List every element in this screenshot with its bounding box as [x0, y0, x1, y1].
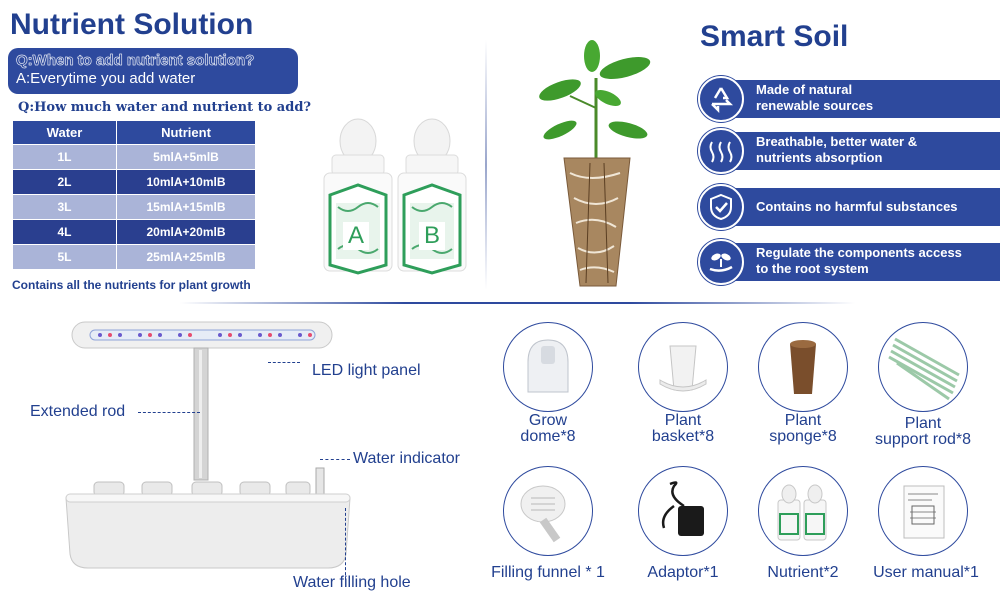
table-header-row: Water Nutrient: [12, 120, 256, 145]
plant-basket-label: Plant basket*8: [633, 413, 733, 445]
accessory-line2: support rod*8: [874, 431, 972, 448]
feature-bar: [720, 188, 1000, 226]
feature-bar: [720, 243, 1000, 281]
accessory-line2: basket*8: [651, 428, 715, 445]
cell-water: 4L: [12, 219, 117, 245]
feature-text: Breathable, better water & nutrients abs…: [756, 134, 1000, 166]
user-manual-label: User manual*1: [873, 564, 979, 581]
plant-basket-image: [638, 322, 728, 412]
feature-line2: to the root system: [756, 261, 869, 276]
feature-line1: Regulate the components access: [756, 245, 962, 260]
adaptor-image: [638, 466, 728, 556]
indicator-callout-line: [320, 459, 350, 460]
header-water: Water: [12, 120, 117, 145]
feature-line1: Made of natural: [756, 82, 853, 97]
smart-soil-title: Smart Soil: [700, 20, 849, 53]
bottle-a-image: [320, 115, 396, 280]
cell-nutrient: 20mlA+20mlB: [116, 219, 256, 245]
accessory-line1: Plant: [784, 412, 822, 429]
bottle-b-image: [394, 115, 470, 280]
feature-breathable: Breathable, better water & nutrients abs…: [698, 128, 1000, 174]
question-how-much: Q:How much water and nutrient to add?: [18, 100, 312, 115]
plant-sponge-image: [758, 322, 848, 412]
shield-check-icon: [698, 184, 744, 230]
feature-bar: [720, 80, 1000, 118]
plant-soil-image: [530, 38, 660, 298]
airflow-icon: [698, 128, 744, 174]
header-nutrient: Nutrient: [116, 120, 256, 145]
plant-support-rod-image: [878, 322, 968, 412]
table-row: 3L 15mlA+15mlB: [12, 194, 256, 220]
table-row: 2L 10mlA+10mlB: [12, 169, 256, 195]
bottle-b-label: B: [419, 222, 445, 250]
feature-line2: renewable sources: [756, 98, 874, 113]
accessory-line2: sponge*8: [769, 428, 837, 445]
hole-callout-line: [345, 508, 346, 580]
cell-nutrient: 5mlA+5mlB: [116, 144, 256, 170]
feature-bar: [720, 132, 1000, 170]
cell-nutrient: 15mlA+15mlB: [116, 194, 256, 220]
cell-nutrient: 10mlA+10mlB: [116, 169, 256, 195]
accessory-line1: Plant: [664, 412, 702, 429]
accessory-line1: Grow: [528, 412, 568, 429]
feature-regulate: Regulate the components access to the ro…: [698, 239, 1000, 285]
nutrient-title: Nutrient Solution: [10, 8, 254, 41]
nutrient-bottles-image: [758, 466, 848, 556]
led-panel-label: LED light panel: [312, 362, 421, 379]
feature-safe: Contains no harmful substances: [698, 184, 1000, 230]
nutrients-footer: Contains all the nutrients for plant gro…: [12, 278, 251, 292]
horizontal-divider: [180, 302, 855, 304]
water-filling-hole-label: Water filling hole: [293, 574, 411, 591]
cell-water: 5L: [12, 244, 117, 270]
qa-box: Q:When to add nutrient solution? A:Every…: [8, 48, 298, 94]
filling-funnel-label: Filling funnel * 1: [491, 564, 605, 581]
bottle-a-label: A: [343, 222, 369, 250]
rod-callout-line: [138, 412, 200, 413]
dosage-table: Water Nutrient 1L 5mlA+5mlB 2L 10mlA+10m…: [12, 120, 256, 270]
led-callout-line: [268, 362, 300, 363]
cell-water: 2L: [12, 169, 117, 195]
accessory-line1: Plant: [904, 415, 942, 432]
plant-support-rod-label: Plant support rod*8: [858, 416, 988, 448]
feature-text: Contains no harmful substances: [756, 199, 1000, 215]
feature-renewable: Made of natural renewable sources: [698, 76, 1000, 122]
water-indicator-label: Water indicator: [353, 450, 460, 467]
recycle-icon: [698, 76, 744, 122]
table-row: 5L 25mlA+25mlB: [12, 244, 256, 270]
cell-water: 3L: [12, 194, 117, 220]
adaptor-label: Adaptor*1: [647, 564, 719, 581]
cell-water: 1L: [12, 144, 117, 170]
sprout-hand-icon: [698, 239, 744, 285]
table-row: 1L 5mlA+5mlB: [12, 144, 256, 170]
answer-when: A:Everytime you add water: [16, 70, 196, 87]
feature-text: Made of natural renewable sources: [756, 82, 1000, 114]
user-manual-image: [878, 466, 968, 556]
question-when: Q:When to add nutrient solution?: [16, 52, 255, 70]
extended-rod-label: Extended rod: [30, 403, 126, 420]
grow-dome-image: [503, 322, 593, 412]
accessory-line2: dome*8: [520, 428, 576, 445]
feature-line2: nutrients absorption: [756, 150, 883, 165]
feature-line1: Contains no harmful substances: [756, 199, 958, 214]
feature-line1: Breathable, better water &: [756, 134, 918, 149]
garden-device-image: [60, 318, 360, 583]
nutrient-label: Nutrient*2: [767, 564, 839, 581]
vertical-divider: [485, 40, 487, 290]
plant-sponge-label: Plant sponge*8: [753, 413, 853, 445]
grow-dome-label: Grow dome*8: [498, 413, 598, 445]
cell-nutrient: 25mlA+25mlB: [116, 244, 256, 270]
filling-funnel-image: [503, 466, 593, 556]
feature-text: Regulate the components access to the ro…: [756, 245, 1000, 277]
table-row: 4L 20mlA+20mlB: [12, 219, 256, 245]
